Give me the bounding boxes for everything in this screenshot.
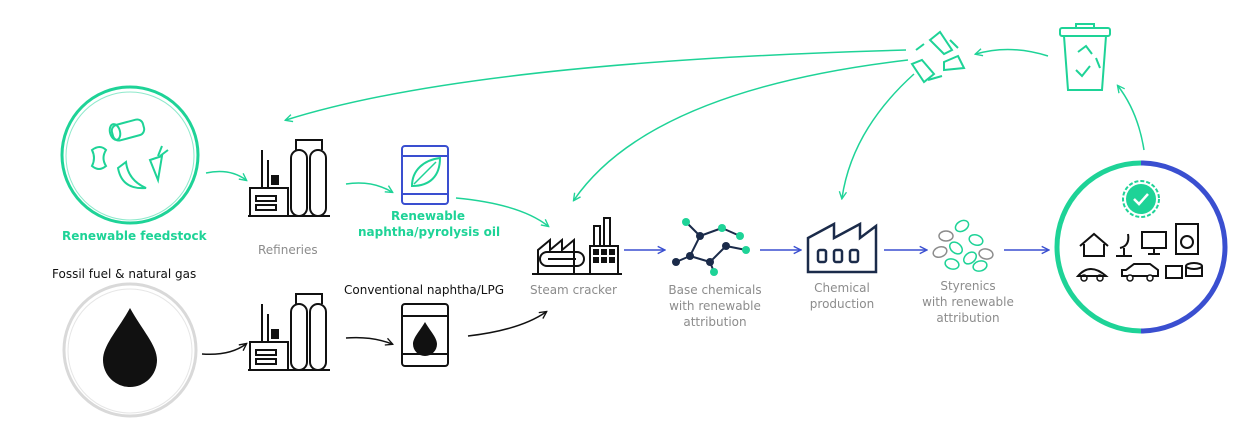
arrow-fossil-to-refinery [201, 344, 246, 356]
renewable-feedstock-label: Renewable feedstock [62, 229, 207, 243]
arrow-bin-to-recycle [976, 49, 1049, 57]
arrow-recycle-to-cracker [574, 59, 909, 200]
conventional-naphtha-label: Conventional naphtha/LPG [344, 283, 505, 297]
renewable-barrel-icon [401, 145, 449, 205]
refineries-label: Refineries [258, 243, 318, 257]
chemical-production-line2: production [809, 297, 875, 311]
refinery-icon-bottom [248, 293, 330, 371]
steam-cracker-label: Steam cracker [530, 283, 617, 297]
fossil-fuel-icon [62, 282, 198, 418]
arrow-recycle-to-refinery [286, 49, 907, 120]
recycle-icon [910, 30, 966, 84]
base-chemicals-line1: Base chemicals [668, 283, 762, 297]
base-chemicals-line3: attribution [683, 315, 747, 329]
renewable-feedstock-icon [60, 85, 200, 225]
conventional-barrel-icon [401, 303, 449, 367]
plastic-pellets-icon [932, 219, 994, 272]
arrow-conventional-to-cracker [467, 312, 546, 337]
molecule-network-icon [672, 218, 750, 276]
arrow-recycle-to-factory [842, 73, 915, 198]
steam-cracker-icon [532, 217, 622, 275]
factory-icon [806, 221, 878, 274]
fossil-fuel-label: Fossil fuel & natural gas [52, 267, 197, 281]
arrow-products-to-bin [1118, 86, 1145, 151]
styrenics-label: Styrenics with renewable attribution [910, 278, 1026, 326]
arrow-refinery-to-renewable-barrel [345, 182, 392, 192]
recycling-bin-icon [1059, 23, 1111, 91]
arrow-feedstock-to-refinery [205, 170, 246, 180]
arrow-renewable-to-cracker [455, 197, 548, 226]
base-chemicals-line2: with renewable [669, 299, 761, 313]
renewable-naphtha-label: Renewable naphtha/pyrolysis oil [358, 208, 501, 240]
end-products-icon [1054, 160, 1228, 334]
renewable-naphtha-line1: Renewable [390, 209, 466, 223]
base-chemicals-label: Base chemicals with renewable attributio… [656, 282, 774, 330]
chemical-production-label: Chemical production [800, 280, 884, 312]
styrenics-line3: attribution [936, 311, 1000, 325]
styrenics-line2: with renewable [922, 295, 1014, 309]
arrow-refinery-to-conventional-barrel [345, 336, 392, 344]
chemical-production-line1: Chemical [814, 281, 870, 295]
styrenics-line1: Styrenics [940, 279, 996, 293]
refinery-icon-top [248, 139, 330, 217]
renewable-naphtha-line2: naphtha/pyrolysis oil [358, 225, 501, 239]
